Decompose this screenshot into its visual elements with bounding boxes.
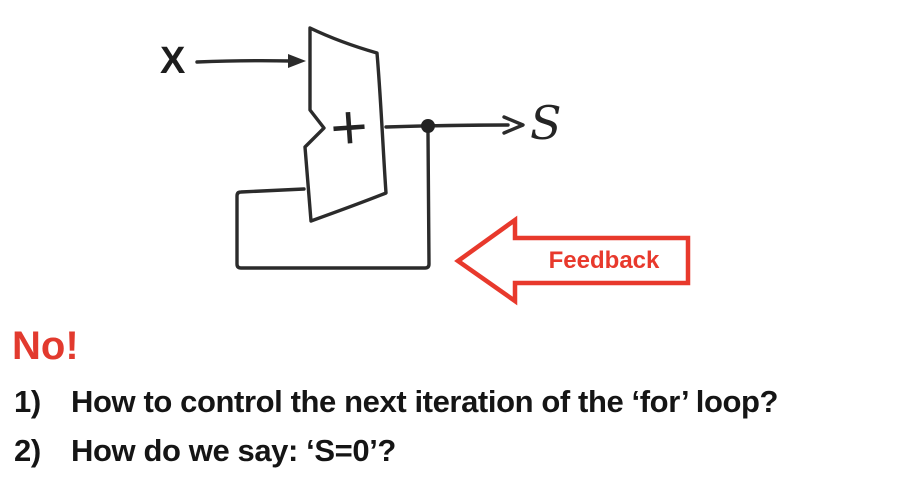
heading-no: No! bbox=[12, 324, 79, 368]
output-label-s: S bbox=[530, 96, 562, 150]
plus-operator: + bbox=[327, 89, 371, 165]
question-list: 1) How to control the next iteration of … bbox=[14, 377, 920, 475]
list-item-text: How do we say: ‘S=0’? bbox=[71, 433, 396, 468]
output-arrowhead bbox=[502, 115, 525, 135]
circuit-sketch bbox=[195, 26, 691, 306]
output-wire bbox=[384, 123, 510, 129]
feedback-arrow-shape bbox=[454, 215, 691, 306]
feedback-arrow-label: Feedback bbox=[548, 247, 660, 274]
list-item-number: 1) bbox=[14, 384, 41, 419]
input-label-x: X bbox=[160, 40, 185, 82]
input-wire bbox=[195, 58, 293, 64]
list-item-number: 2) bbox=[14, 433, 41, 468]
list-item: 1) How to control the next iteration of … bbox=[14, 377, 920, 426]
list-item: 2) How do we say: ‘S=0’? bbox=[14, 426, 920, 475]
list-item-text: How to control the next iteration of the… bbox=[71, 384, 779, 419]
feedback-wire bbox=[235, 131, 431, 270]
adder-shape bbox=[303, 26, 388, 223]
junction-dot bbox=[421, 119, 435, 133]
input-arrowhead bbox=[288, 54, 306, 68]
